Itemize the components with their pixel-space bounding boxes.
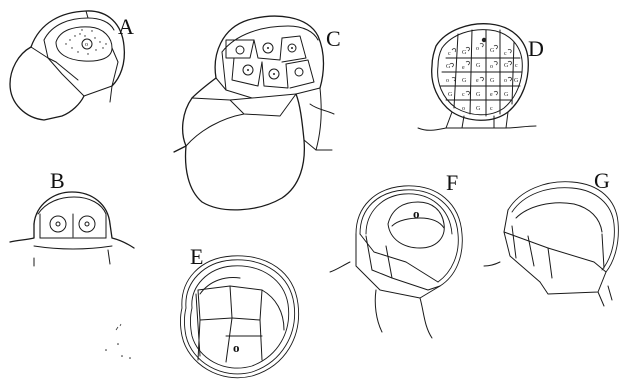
svg-text:c: c	[515, 63, 518, 69]
panel-c: C	[174, 16, 341, 210]
svg-text:G: G	[476, 106, 481, 112]
svg-text:G: G	[490, 78, 495, 84]
panel-b: B	[10, 168, 134, 266]
panel-g: G	[484, 168, 618, 306]
svg-text:G: G	[462, 50, 467, 56]
panel-f-cell-mark: o	[413, 206, 420, 221]
svg-text:o: o	[490, 64, 493, 70]
svg-text:o: o	[446, 78, 449, 84]
svg-text:c: c	[462, 92, 465, 98]
svg-text:e: e	[462, 65, 465, 71]
svg-text:e: e	[490, 92, 493, 98]
panel-a-label: A	[118, 14, 134, 39]
panel-a-cell-mark: o	[85, 42, 88, 48]
svg-text:G: G	[514, 78, 519, 84]
svg-text:G: G	[462, 78, 467, 84]
svg-text:o: o	[504, 78, 507, 84]
svg-text:G: G	[504, 92, 509, 98]
panel-d-label: D	[528, 36, 544, 61]
panel-e-cell-mark: o	[233, 340, 240, 355]
panel-g-label: G	[594, 168, 610, 193]
panel-e-label: E	[190, 244, 203, 269]
stray-specks	[105, 324, 131, 359]
panel-f: o F	[330, 170, 462, 338]
panel-b-label: B	[50, 168, 65, 193]
svg-text:G: G	[476, 92, 481, 98]
svg-text:c: c	[448, 51, 451, 57]
panel-f-label: F	[446, 170, 458, 195]
panel-a: o A	[10, 11, 134, 120]
svg-text:c: c	[490, 106, 493, 112]
svg-text:o: o	[476, 46, 479, 52]
svg-text:e: e	[476, 78, 479, 84]
svg-text:G: G	[504, 63, 509, 69]
svg-text:G: G	[490, 48, 495, 54]
svg-text:G: G	[476, 63, 481, 69]
svg-text:o: o	[462, 106, 465, 112]
svg-text:G: G	[446, 64, 451, 70]
panel-e: o E	[181, 244, 299, 378]
panel-c-label: C	[326, 26, 341, 51]
svg-text:G: G	[448, 92, 453, 98]
svg-text:c: c	[504, 51, 507, 57]
